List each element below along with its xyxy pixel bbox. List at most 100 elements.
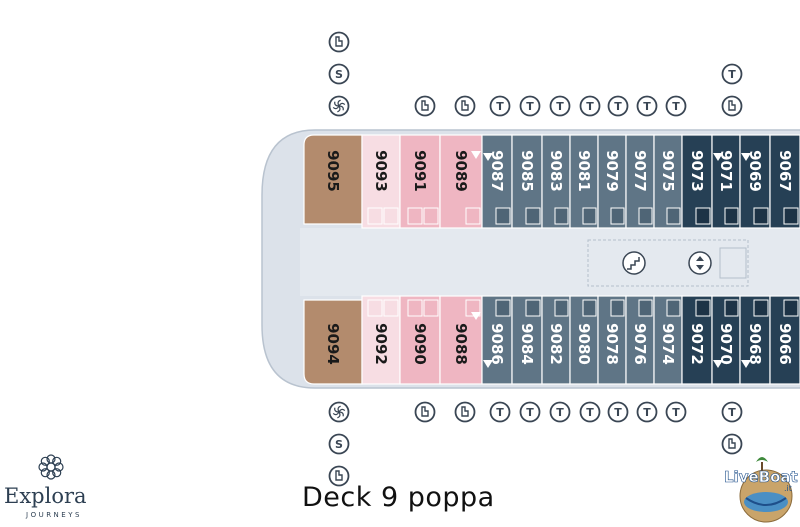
cabin-bathroom bbox=[638, 207, 653, 225]
cabin-bathroom bbox=[423, 207, 439, 225]
svg-text:T: T bbox=[614, 100, 622, 113]
cabin-9066: 9066 bbox=[769, 295, 800, 385]
accessible-marker bbox=[713, 360, 723, 368]
cabin-block bbox=[303, 134, 363, 225]
cabin-bathroom bbox=[495, 299, 511, 317]
cabin-number: 9095 bbox=[324, 150, 342, 192]
cabin-9090: 9090 bbox=[399, 295, 441, 385]
cabin-9094: 9094 bbox=[303, 299, 363, 385]
cabin-number: 9088 bbox=[452, 323, 470, 365]
cabin-bathroom bbox=[753, 299, 769, 317]
cabin-number: 9084 bbox=[518, 323, 536, 365]
spa-icon bbox=[328, 95, 350, 117]
cabin-9080: 9080 bbox=[569, 295, 599, 385]
tender-icon: T bbox=[636, 401, 658, 423]
spa-letter-icon: S bbox=[328, 433, 350, 455]
cabin-9074: 9074 bbox=[653, 295, 683, 385]
cabin-number: 9080 bbox=[575, 323, 593, 365]
accessible-marker bbox=[741, 153, 751, 161]
cabin-9079: 9079 bbox=[597, 134, 627, 229]
cabin-bathroom bbox=[383, 299, 399, 317]
spa-letter-icon: S bbox=[328, 63, 350, 85]
cabin-number: 9083 bbox=[547, 150, 565, 192]
cabin-9068: 9068 bbox=[739, 295, 771, 385]
lift-shaft bbox=[719, 247, 747, 279]
cabin-number: 9071 bbox=[717, 150, 735, 192]
cabin-9075: 9075 bbox=[653, 134, 683, 229]
cabin-bathroom bbox=[383, 207, 399, 225]
bathtub-icon bbox=[454, 95, 476, 117]
central-corridor bbox=[300, 228, 800, 296]
cabin-number: 9066 bbox=[776, 323, 794, 365]
tender-icon: T bbox=[519, 401, 541, 423]
elevator-icon bbox=[688, 251, 712, 275]
svg-text:T: T bbox=[496, 406, 504, 419]
tender-icon: T bbox=[665, 95, 687, 117]
svg-text:T: T bbox=[556, 100, 564, 113]
svg-text:T: T bbox=[643, 100, 651, 113]
cabin-number: 9074 bbox=[659, 323, 677, 365]
accessible-marker bbox=[483, 153, 493, 161]
cabin-number: 9091 bbox=[411, 150, 429, 192]
cabin-9070: 9070 bbox=[711, 295, 741, 385]
liveboat-logo-icon bbox=[739, 457, 793, 523]
cabin-bathroom bbox=[753, 207, 769, 225]
cabin-9087: 9087 bbox=[481, 134, 513, 229]
tender-icon: T bbox=[489, 401, 511, 423]
cabin-number: 9070 bbox=[717, 323, 735, 365]
cabin-9091: 9091 bbox=[399, 134, 441, 229]
cabin-9067: 9067 bbox=[769, 134, 800, 229]
explora-logo-icon bbox=[38, 454, 64, 480]
tender-icon: T bbox=[489, 95, 511, 117]
cabin-9081: 9081 bbox=[569, 134, 599, 229]
tender-icon: T bbox=[607, 95, 629, 117]
cabin-9093: 9093 bbox=[361, 134, 401, 229]
cabin-bathroom bbox=[783, 299, 799, 317]
accessible-marker bbox=[483, 360, 493, 368]
tender-icon: T bbox=[721, 401, 743, 423]
core-outline bbox=[587, 239, 749, 287]
bathtub-icon bbox=[414, 401, 436, 423]
cabin-9092: 9092 bbox=[361, 295, 401, 385]
cabin-bathroom bbox=[407, 299, 423, 317]
accessible-marker bbox=[471, 151, 481, 159]
cabin-bathroom bbox=[724, 207, 739, 225]
bathtub-icon bbox=[328, 465, 350, 487]
watermark-text: LiveBoat bbox=[724, 468, 798, 487]
svg-text:S: S bbox=[335, 68, 343, 81]
cabin-9084: 9084 bbox=[511, 295, 543, 385]
svg-text:S: S bbox=[335, 438, 343, 451]
cabin-number: 9087 bbox=[488, 150, 506, 192]
cabin-bathroom bbox=[724, 299, 739, 317]
svg-text:T: T bbox=[586, 100, 594, 113]
svg-text:T: T bbox=[526, 100, 534, 113]
cabin-bathroom bbox=[554, 207, 569, 225]
tender-icon: T bbox=[636, 95, 658, 117]
svg-text:T: T bbox=[526, 406, 534, 419]
cabin-bathroom bbox=[367, 207, 383, 225]
cabin-number: 9076 bbox=[631, 323, 649, 365]
bathtub-icon bbox=[454, 401, 476, 423]
tender-icon: T bbox=[665, 401, 687, 423]
svg-text:T: T bbox=[496, 100, 504, 113]
cabin-bathroom bbox=[554, 299, 569, 317]
svg-text:T: T bbox=[672, 100, 680, 113]
cabin-number: 9075 bbox=[659, 150, 677, 192]
accessible-marker bbox=[471, 312, 481, 320]
bathtub-icon bbox=[721, 95, 743, 117]
watermark-suffix: .it bbox=[784, 484, 792, 493]
stairs-icon bbox=[622, 251, 646, 275]
cabin-bathroom bbox=[695, 207, 711, 225]
spa-icon bbox=[328, 401, 350, 423]
svg-text:T: T bbox=[728, 406, 736, 419]
accessible-marker bbox=[713, 153, 723, 161]
cabin-number: 9086 bbox=[488, 323, 506, 365]
cabin-bathroom bbox=[610, 207, 625, 225]
cabin-9088: 9088 bbox=[439, 295, 483, 385]
brand-subtitle: JOURNEYS bbox=[26, 511, 82, 519]
tender-icon: T bbox=[607, 401, 629, 423]
tender-icon: T bbox=[519, 95, 541, 117]
cabin-bathroom bbox=[638, 299, 653, 317]
cabin-bathroom bbox=[582, 299, 597, 317]
